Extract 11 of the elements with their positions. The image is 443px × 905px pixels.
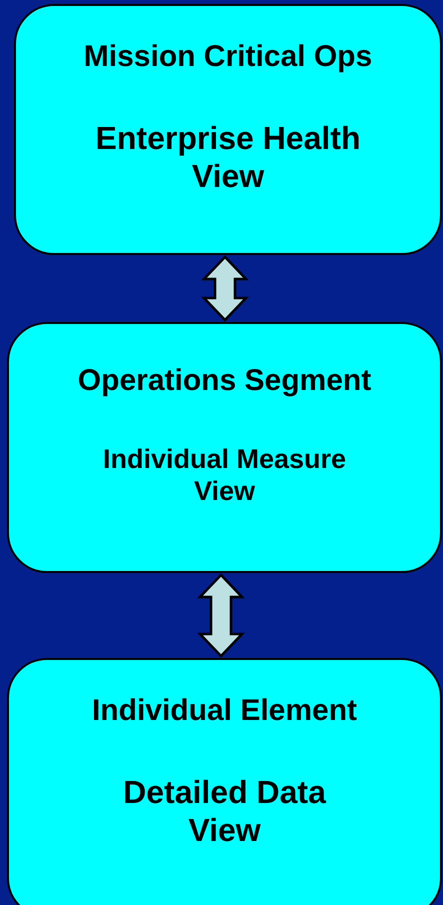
rounded-box bbox=[7, 322, 442, 573]
box-text: Detailed Data View bbox=[122, 773, 328, 850]
box-text: Individual Measure View bbox=[102, 443, 348, 508]
rounded-box bbox=[7, 658, 442, 905]
double-arrow bbox=[201, 255, 249, 322]
double-arrow bbox=[197, 573, 245, 658]
box-heading: Operations Segment bbox=[78, 364, 372, 397]
box-heading: Mission Critical Ops bbox=[84, 40, 372, 73]
rounded-box bbox=[14, 4, 442, 255]
box-text: Enterprise Health View bbox=[94, 119, 362, 196]
box-heading: Individual Element bbox=[92, 694, 358, 727]
